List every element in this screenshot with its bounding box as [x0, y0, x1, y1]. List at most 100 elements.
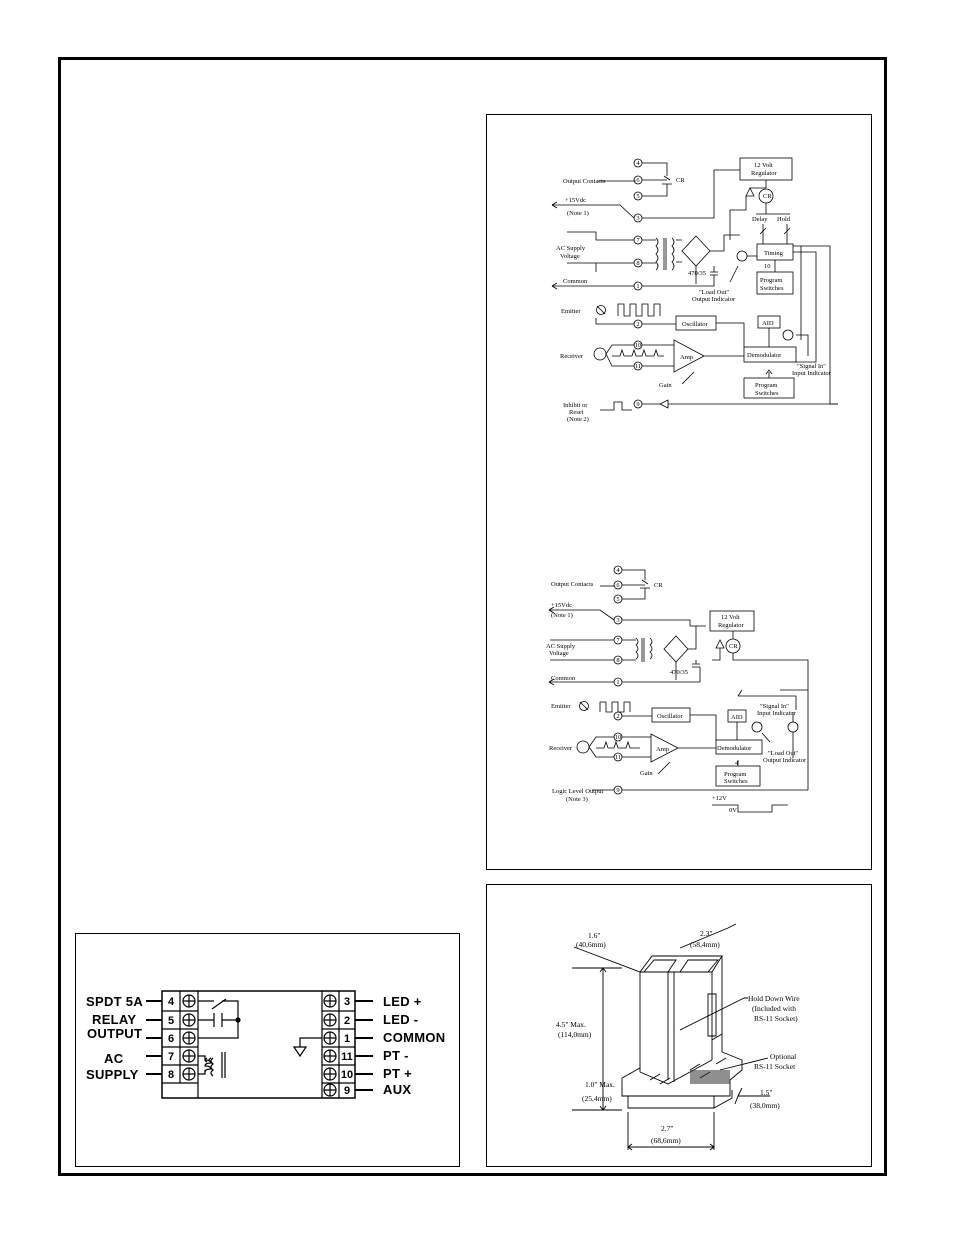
dim-4-in: 1.0" Max. [585, 1080, 615, 1089]
pin-9-b: 9 [616, 787, 619, 794]
signal-in-led-b [751, 721, 763, 733]
label-spdt: SPDT 5A [86, 994, 143, 1009]
load-out-label-b: "Load Out" [768, 750, 798, 757]
schematic-panel [486, 114, 872, 870]
left-terminal-4: 4 [168, 996, 175, 1008]
optional-label: Optional [770, 1052, 796, 1061]
demodulator-label-b: Demodulator [717, 745, 752, 752]
program-label-a: Program [760, 277, 782, 284]
cap-label-b: 470/35 [670, 669, 688, 676]
v0-label-b: 0V [729, 807, 737, 814]
schematic-b [548, 565, 809, 813]
receiver-label-b: Receiver [549, 745, 573, 752]
optional-socket-label: RS-11 Socket [754, 1062, 796, 1071]
demodulator-box-a [743, 346, 797, 363]
oscillator-label-a: Oscillator [682, 321, 708, 328]
hold-down-wire-label: Hold Down Wire [748, 994, 800, 1003]
logic-output-label-b: Logic Level Output [552, 788, 603, 795]
included-with-label: (Included with [752, 1004, 796, 1013]
pin-7-a: 7 [636, 237, 640, 244]
label-relay: RELAY [92, 1012, 136, 1027]
pin-6-a: 6 [636, 177, 640, 184]
signal-in-led-a [782, 329, 794, 341]
pin-3-a: 3 [636, 215, 639, 222]
v12-label-b: +12V [712, 795, 727, 802]
dim-6-mm: (38,0mm) [750, 1101, 780, 1110]
right-terminal-10: 10 [341, 1069, 353, 1081]
receiver-label-a: Receiver [560, 353, 584, 360]
reset-label-a: Reset [569, 409, 584, 416]
aid-label-a: AID [762, 320, 774, 327]
aid-label-b: AID [731, 714, 743, 721]
pin-4-b: 4 [616, 567, 620, 574]
wiring-panel [75, 933, 460, 1167]
pin-5-b: 5 [616, 596, 619, 603]
right-screws [323, 994, 337, 1097]
demodulator-box-b [715, 739, 763, 755]
switches2-label-a: Switches [755, 390, 779, 397]
output-contacts-label-a: Output Contacts [563, 178, 606, 185]
signal-in-label2-a: Input Indicator [792, 370, 832, 377]
left-screws [182, 994, 196, 1081]
signal-in-label2-b: Input Indicator [757, 710, 797, 717]
pin-7-b: 7 [616, 637, 620, 644]
ac-supply-label-a: AC Supply [556, 245, 586, 252]
pin-8-b: 8 [616, 657, 619, 664]
emitter-label-b: Emitter [551, 703, 571, 710]
dimension-panel [486, 884, 872, 1167]
cr-label-a: CR [676, 177, 685, 184]
amp-label-a: Amp [680, 354, 693, 361]
pin-2-a: 2 [636, 321, 639, 328]
pin-6-b: 6 [616, 582, 620, 589]
cr-label-b: CR [654, 582, 663, 589]
page-frame [58, 57, 887, 1176]
rs11-socket-label: RS-11 Socket) [754, 1014, 798, 1023]
cr-coil-label-b: CR [729, 643, 738, 650]
dim-4-mm: (25,4mm) [582, 1094, 612, 1103]
pin-11-b: 11 [615, 754, 621, 761]
right-terminal-11: 11 [341, 1051, 353, 1063]
load-out-label2-b: Output Indicator [763, 757, 807, 764]
voltage-label-a: Voltage [560, 253, 580, 260]
pin-11-a: 11 [635, 363, 641, 370]
emitter-diode-a [596, 305, 606, 315]
pin-2-b: 2 [616, 713, 619, 720]
switches-label-b: Switches [724, 778, 748, 785]
label-common: COMMON [383, 1030, 445, 1045]
regulator-label-b: 12 Volt [721, 614, 740, 621]
inhibit-label-a: Inhibit or [563, 402, 588, 409]
delay-label-a: Delay [752, 216, 768, 223]
hold-label-a: Hold [777, 216, 791, 223]
common-label-a: Common [563, 278, 588, 285]
emitter-label-a: Emitter [561, 308, 581, 315]
dim-6-in: 1.5" [760, 1088, 772, 1097]
program2-label-a: Program [755, 382, 777, 389]
oscillator-label-b: Oscillator [657, 713, 683, 720]
left-terminal-7: 7 [168, 1051, 174, 1063]
label-pt-minus: PT - [383, 1048, 409, 1063]
regulator-label-a: 12 Volt [754, 162, 773, 169]
label-supply: SUPPLY [86, 1067, 139, 1082]
right-terminal-9: 9 [344, 1085, 350, 1097]
dim-1-in: 1.6" [588, 931, 600, 940]
demodulator-label-a: Demodulator [747, 352, 782, 359]
dim-2-mm: (58,4mm) [690, 940, 720, 949]
right-terminal-3: 3 [344, 996, 350, 1008]
dim-2-in: 2.3" [700, 929, 712, 938]
label-output: OUTPUT [87, 1026, 142, 1041]
note2-label-a: (Note 2) [567, 416, 589, 423]
pin-9-a: 9 [636, 401, 639, 408]
pin-10-b: 10 [615, 734, 622, 741]
dim-5-in: 2.7" [661, 1124, 673, 1133]
dim-3-mm: (114,0mm) [558, 1030, 592, 1039]
left-terminal-6: 6 [168, 1033, 174, 1045]
note1-label-a: (Note 1) [567, 210, 589, 217]
cap-label-a: 470/35 [688, 270, 706, 277]
regulator-label2-a: Regulator [751, 170, 777, 177]
regulator-label2-b: Regulator [718, 622, 744, 629]
pin-5-a: 5 [636, 193, 639, 200]
emitter-diode-b [579, 701, 589, 711]
